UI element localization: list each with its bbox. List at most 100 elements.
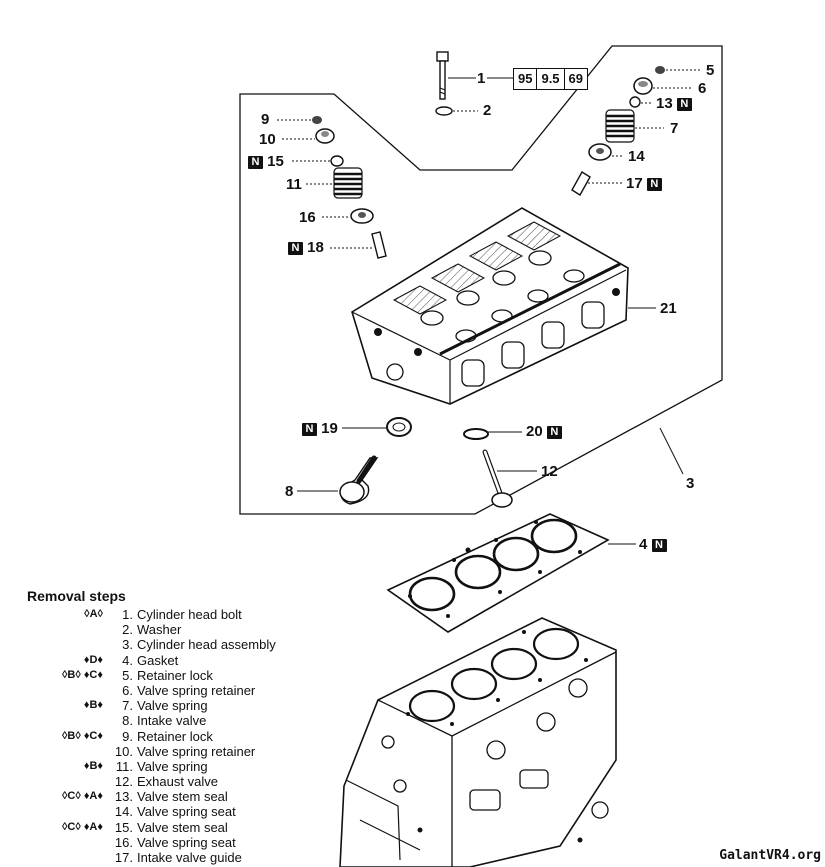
callout-21: 21 — [660, 300, 677, 317]
new-part-badge: N — [646, 177, 662, 191]
washer — [435, 106, 453, 116]
callout-18: N 18 — [288, 240, 324, 256]
new-part-badge: N — [288, 241, 303, 255]
step-text: Washer — [137, 622, 182, 638]
step-number: 2. — [122, 622, 133, 638]
valve-stem-seal-left — [330, 155, 344, 167]
step-text: Valve spring — [137, 758, 208, 774]
step-procedure-mark: ♦B♦ — [83, 759, 103, 772]
callout-7: 7 — [670, 120, 679, 137]
step-text: Valve spring retainer — [137, 743, 256, 759]
step-text: Intake valve — [137, 713, 207, 729]
step-number: 8. — [122, 713, 133, 729]
valve-spring-retainer-left — [315, 128, 335, 144]
step-procedure-mark: ◊B◊ ♦C♦ — [61, 668, 103, 681]
callout-13: 13 N — [656, 96, 692, 112]
removal-step: 12.Exhaust valve — [27, 774, 317, 789]
step-text: Valve stem seal — [137, 819, 228, 835]
new-part-badge: N — [302, 422, 317, 436]
step-text: Valve spring seat — [137, 834, 236, 850]
step-text: Valve spring retainer — [137, 682, 256, 698]
callout-9: 9 — [261, 111, 270, 128]
step-number: 4. — [122, 652, 133, 668]
step-number: 3. — [122, 637, 133, 653]
valve-spring-right — [605, 109, 635, 143]
step-text: Cylinder head bolt — [137, 607, 242, 622]
step-procedure-mark: ♦B♦ — [83, 699, 103, 712]
removal-step: ◊B◊ ♦C♦ 5.Retainer lock — [27, 668, 317, 683]
step-text: Retainer lock — [137, 728, 213, 744]
watermark: GalantVR4.org — [719, 848, 821, 863]
step-procedure-mark: ◊C◊ ♦A♦ — [61, 820, 103, 833]
bolt-spec-value-3: 69 — [568, 71, 584, 86]
callout-20: 20 N — [526, 424, 562, 440]
callout-10: 10 — [259, 131, 276, 148]
removal-step: 2.Washer — [27, 622, 317, 637]
valve-spring-left — [333, 167, 363, 199]
removal-step: 8.Intake valve — [27, 713, 317, 728]
bolt-spec-value-1: 95 — [514, 69, 538, 89]
callout-14: 14 — [628, 148, 645, 165]
valve-spring-seat-left — [350, 208, 374, 224]
removal-steps-title: Removal steps — [27, 588, 126, 604]
step-number: 6. — [122, 682, 133, 698]
exhaust-valve — [482, 449, 513, 508]
step-number: 11. — [115, 758, 133, 774]
bolt-spec-box: 95 9.5 69 — [513, 68, 589, 90]
step-procedure-mark: ◊C◊ ♦A♦ — [61, 790, 103, 803]
callout-12: 12 — [541, 463, 558, 480]
step-number: 14. — [114, 804, 133, 820]
valve-stem-seal-right — [629, 96, 641, 108]
step-text: Exhaust valve — [137, 774, 218, 790]
valve-spring-seat-right — [588, 143, 612, 161]
valve-spring-retainer-right — [633, 77, 653, 95]
step-text: Valve stem seal — [137, 789, 228, 805]
step-procedure-mark: ◊A◊ — [84, 608, 103, 620]
callout-16: 16 — [299, 209, 316, 226]
removal-step: ◊C◊ ♦A♦15.Valve stem seal — [27, 820, 317, 835]
callout-19: N 19 — [302, 421, 338, 437]
step-number: 5. — [122, 667, 133, 683]
step-text: Intake valve guide — [137, 850, 242, 865]
removal-step: ♦D♦4.Gasket — [27, 653, 317, 668]
removal-step: 17.Intake valve guide — [27, 850, 317, 865]
step-text: Valve spring seat — [137, 804, 236, 820]
callout-5: 5 — [706, 62, 715, 79]
cylinder-block — [339, 617, 617, 867]
head-gasket — [386, 513, 610, 633]
retainer-lock-left — [312, 116, 322, 124]
valve-stem-seal-20 — [463, 428, 489, 440]
step-text: Cylinder head assembly — [137, 637, 276, 653]
step-procedure-mark: ◊B◊ ♦C♦ — [61, 729, 103, 742]
callout-4: 4 N — [639, 537, 667, 553]
intake-valve-guide — [571, 171, 591, 196]
cylinder-head-bolt — [436, 51, 449, 100]
step-text: Retainer lock — [137, 667, 213, 683]
new-part-badge: N — [651, 538, 667, 552]
step-number: 9. — [122, 728, 133, 744]
step-text: Valve spring — [137, 698, 208, 714]
intake-valve — [339, 455, 379, 505]
step-number: 10. — [114, 743, 133, 759]
step-text: Gasket — [137, 652, 179, 668]
step-number: 7. — [122, 698, 133, 714]
callout-15: N 15 — [248, 154, 284, 170]
bolt-spec-value-2: 9.5 — [537, 69, 565, 89]
new-part-badge: N — [248, 155, 263, 169]
valve-stem-seal-19 — [386, 417, 412, 437]
removal-step: ◊C◊ ♦A♦13.Valve stem seal — [27, 789, 317, 804]
removal-step: ♦B♦ 7.Valve spring — [27, 698, 317, 713]
new-part-badge: N — [676, 97, 692, 111]
callout-17: 17 N — [626, 176, 662, 192]
removal-step: 6.Valve spring retainer — [27, 683, 317, 698]
removal-step: 10.Valve spring retainer — [27, 744, 317, 759]
callout-11: 11 — [286, 176, 302, 193]
step-number: 16. — [114, 834, 133, 850]
callout-3: 3 — [686, 475, 695, 492]
removal-step: ♦B♦ 11.Valve spring — [27, 759, 317, 774]
removal-step: 16.Valve spring seat — [27, 835, 317, 850]
